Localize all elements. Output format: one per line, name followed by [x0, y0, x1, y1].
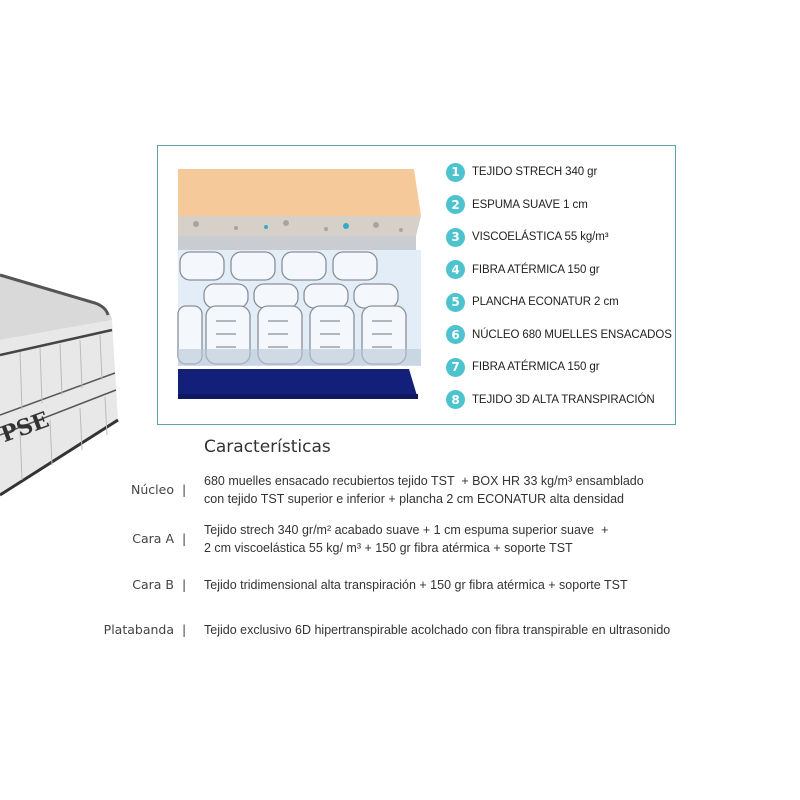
- number-badge-icon: 2: [446, 195, 465, 215]
- layers-legend: 1 TEJIDO STRECH 340 gr 2 ESPUMA SUAVE 1 cm…: [446, 156, 672, 416]
- legend-item: 6 NÚCLEO 680 MUELLES ENSACADOS: [446, 319, 672, 352]
- legend-label: TEJIDO STRECH 340 gr: [472, 166, 598, 179]
- spec-text: Tejido strech 340 gr/m² acabado suave + …: [204, 523, 609, 537]
- mattress-image: PSE: [0, 245, 130, 505]
- spec-label: Núcleo: [131, 482, 174, 497]
- layers-diagram-frame: 1 TEJIDO STRECH 340 gr 2 ESPUMA SUAVE 1 cm…: [157, 145, 676, 425]
- spec-text: 2 cm viscoelástica 55 kg/ m³ + 150 gr fi…: [204, 541, 573, 555]
- number-badge-icon: 7: [446, 357, 465, 377]
- legend-label: VISCOELÁSTICA 55 kg/m³: [472, 231, 609, 244]
- legend-item: 1 TEJIDO STRECH 340 gr: [446, 156, 672, 189]
- spec-text: 680 muelles ensacado recubiertos tejido …: [204, 474, 644, 488]
- specs-heading: Características: [204, 437, 331, 457]
- legend-label: ESPUMA SUAVE 1 cm: [472, 198, 588, 211]
- legend-label: TEJIDO 3D ALTA TRANSPIRACIÓN: [472, 393, 655, 406]
- spec-text: Tejido tridimensional alta transpiración…: [204, 578, 628, 592]
- number-badge-icon: 8: [446, 390, 465, 410]
- spec-text: con tejido TST superior e inferior + pla…: [204, 492, 624, 506]
- spec-label: Platabanda: [103, 622, 174, 637]
- spec-text: Tejido exclusivo 6D hipertranspirable ac…: [204, 623, 671, 637]
- legend-label: PLANCHA ECONATUR 2 cm: [472, 296, 619, 309]
- legend-label: NÚCLEO 680 MUELLES ENSACADOS: [472, 328, 672, 341]
- number-badge-icon: 5: [446, 292, 465, 312]
- number-badge-icon: 6: [446, 325, 465, 345]
- number-badge-icon: 4: [446, 260, 465, 280]
- legend-item: 2 ESPUMA SUAVE 1 cm: [446, 189, 672, 222]
- separator: |: [182, 577, 187, 592]
- legend-label: FIBRA ATÉRMICA 150 gr: [472, 263, 600, 276]
- legend-item: 7 FIBRA ATÉRMICA 150 gr: [446, 351, 672, 384]
- legend-item: 5 PLANCHA ECONATUR 2 cm: [446, 286, 672, 319]
- spec-label: Cara A: [132, 531, 174, 546]
- legend-item: 4 FIBRA ATÉRMICA 150 gr: [446, 254, 672, 287]
- legend-label: FIBRA ATÉRMICA 150 gr: [472, 361, 600, 374]
- separator: |: [182, 531, 187, 546]
- separator: |: [182, 622, 187, 637]
- legend-item: 3 VISCOELÁSTICA 55 kg/m³: [446, 221, 672, 254]
- number-badge-icon: 3: [446, 227, 465, 247]
- separator: |: [182, 482, 187, 497]
- layers-illustration: [176, 166, 426, 411]
- legend-item: 8 TEJIDO 3D ALTA TRANSPIRACIÓN: [446, 384, 672, 417]
- spec-label: Cara B: [132, 577, 174, 592]
- number-badge-icon: 1: [446, 162, 465, 182]
